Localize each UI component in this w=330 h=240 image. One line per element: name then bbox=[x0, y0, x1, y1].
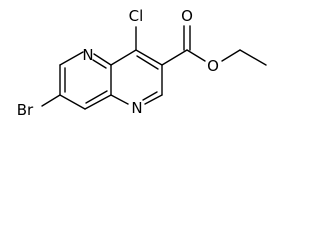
atom-carbonyl-o-label: O bbox=[181, 7, 193, 25]
bond-c4-c4a-double bbox=[85, 90, 108, 104]
atom-n1-label: N bbox=[82, 46, 93, 64]
bond-c6-n5-double bbox=[142, 91, 158, 101]
bond-o-ester-ch2 bbox=[221, 49, 241, 62]
bond-n5-c4a bbox=[110, 94, 129, 105]
bond-c4-c4a bbox=[84, 94, 112, 110]
bond-c8a-n1-double bbox=[92, 59, 107, 69]
atom-ester-o-label: O bbox=[207, 57, 219, 75]
bond-c8a-n1 bbox=[93, 53, 112, 66]
bond-c7-carbonyl bbox=[161, 49, 188, 66]
bond-c3-br bbox=[41, 94, 61, 107]
bond-c6-n5 bbox=[144, 94, 163, 105]
atom-n5-label: N bbox=[131, 99, 142, 117]
bond-c3-c4 bbox=[59, 94, 86, 110]
atom-br-label: Br bbox=[17, 101, 34, 119]
bond-carbonyl-o-ester bbox=[186, 49, 206, 62]
atom-labels: N N Cl Br O O bbox=[17, 7, 219, 119]
bond-ch2-ch3 bbox=[239, 49, 267, 66]
bonds bbox=[41, 25, 267, 110]
atom-cl-label: Cl bbox=[129, 7, 144, 25]
bond-c8-c7 bbox=[135, 49, 163, 66]
molecule-structure: N N Cl Br O O bbox=[17, 7, 267, 119]
structure-canvas: N N Cl Br O O bbox=[17, 7, 267, 119]
bond-c8a-c8 bbox=[110, 49, 137, 66]
bond-n1-c2 bbox=[59, 51, 84, 66]
bond-c8-c7-double bbox=[136, 55, 159, 70]
